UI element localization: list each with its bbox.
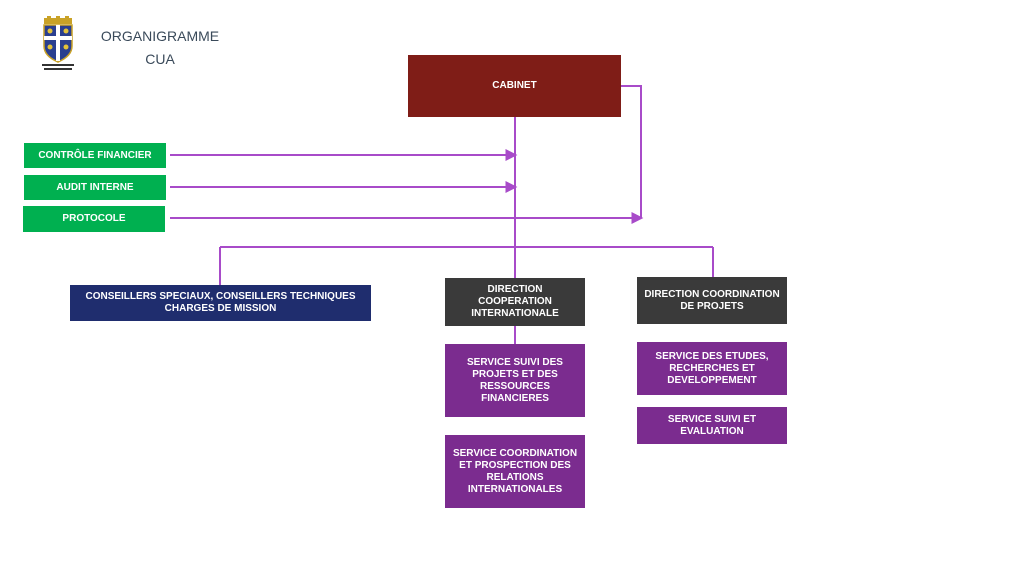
box-service-suivi-evaluation: SERVICE SUIVI ET EVALUATION: [637, 407, 787, 444]
box-cabinet: CABINET: [408, 55, 621, 117]
box-service-suivi-projets: SERVICE SUIVI DES PROJETS ET DES RESSOUR…: [445, 344, 585, 417]
box-service-etudes: SERVICE DES ETUDES, RECHERCHES ET DEVELO…: [637, 342, 787, 395]
box-direction-coordination: DIRECTION COORDINATION DE PROJETS: [637, 277, 787, 324]
box-audit-interne: AUDIT INTERNE: [24, 175, 166, 200]
org-chart-title: ORGANIGRAMME: [100, 28, 220, 44]
box-protocole: PROTOCOLE: [23, 206, 165, 232]
box-service-coordination-prospection: SERVICE COORDINATION ET PROSPECTION DES …: [445, 435, 585, 508]
cabinet-right-line: [620, 85, 642, 218]
conseillers-line-2: CHARGES DE MISSION: [164, 303, 277, 314]
conseillers-line-1: CONSEILLERS SPECIAUX, CONSEILLERS TECHNI…: [85, 291, 356, 302]
cua-logo: [38, 16, 78, 72]
coat-of-arms-icon: [42, 16, 74, 70]
box-controle-financier: CONTRÔLE FINANCIER: [24, 143, 166, 168]
box-conseillers: CONSEILLERS SPECIAUX, CONSEILLERS TECHNI…: [70, 285, 371, 321]
org-chart-subtitle: CUA: [145, 51, 175, 67]
box-direction-cooperation: DIRECTION COOPERATION INTERNATIONALE: [445, 278, 585, 326]
